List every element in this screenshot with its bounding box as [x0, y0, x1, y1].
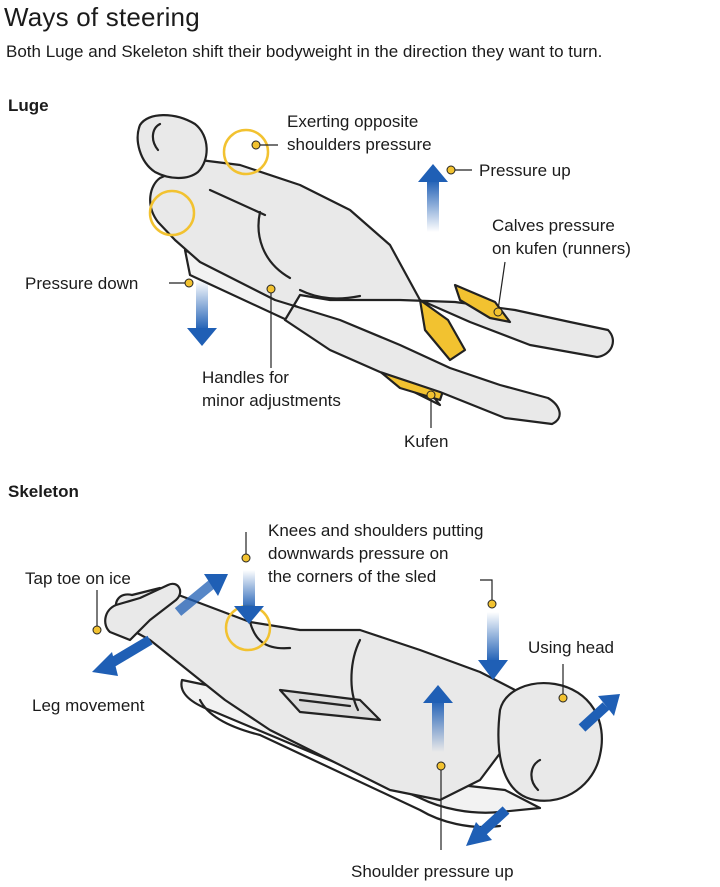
skeleton-dot-shoulder	[436, 761, 446, 771]
luge-dot-pressure-up	[446, 165, 456, 175]
luge-dot-shoulders	[251, 140, 261, 150]
label-pressure-down: Pressure down	[25, 274, 139, 293]
label-calves-line2: on kufen (runners)	[492, 239, 631, 258]
luge-shoulder-circle-2	[148, 189, 196, 237]
label-pressure-up: Pressure up	[479, 161, 571, 180]
luge-dot-calves	[493, 307, 503, 317]
label-calves-line1: Calves pressure	[492, 216, 615, 235]
label-tap-toe: Tap toe on ice	[25, 569, 131, 588]
luge-pressure-up-arrow	[418, 164, 448, 232]
luge-dot-kufen	[426, 390, 436, 400]
skeleton-feet	[104, 582, 182, 642]
luge-dot-handles	[266, 284, 276, 294]
label-knees-line3: the corners of the sled	[268, 567, 437, 586]
luge-heading: Luge	[8, 96, 49, 115]
skeleton-dot-corners	[487, 599, 497, 609]
label-kufen: Kufen	[404, 432, 449, 451]
skeleton-knee-down-arrow	[234, 570, 264, 624]
label-handles-line2: minor adjustments	[202, 391, 341, 410]
luge-pressure-down-arrow	[187, 280, 217, 346]
page-subtitle: Both Luge and Skeleton shift their bodyw…	[6, 42, 603, 61]
skeleton-head-arrow-up	[578, 694, 620, 732]
luge-shoulder-circle	[222, 128, 270, 176]
label-shoulder-pressure-up: Shoulder pressure up	[351, 862, 514, 881]
skeleton-leg-arrow-down	[92, 635, 153, 676]
label-handles-line1: Handles for	[202, 368, 289, 387]
luge-dot-pressure-down	[184, 278, 194, 288]
label-exerting-shoulders-line2: shoulders pressure	[287, 135, 432, 154]
skeleton-head	[497, 682, 603, 802]
luge-head	[136, 114, 208, 180]
label-leg-movement: Leg movement	[32, 696, 145, 715]
page-title: Ways of steering	[4, 2, 200, 32]
label-using-head: Using head	[528, 638, 615, 657]
luge-body	[149, 158, 614, 426]
skeleton-dot-head	[558, 693, 568, 703]
skeleton-corner-down-arrow	[478, 612, 508, 680]
skeleton-dot-knees	[241, 553, 251, 563]
skeleton-dot-tap-toe	[92, 625, 102, 635]
skeleton-head-arrow-down	[466, 806, 510, 846]
skeleton-illustration	[104, 582, 603, 829]
label-knees-line1: Knees and shoulders putting	[268, 521, 484, 540]
label-exerting-shoulders-line1: Exerting opposite	[287, 112, 419, 131]
skeleton-heading: Skeleton	[8, 482, 79, 501]
skeleton-shoulder-up-arrow	[423, 685, 453, 752]
luge-left-runner	[418, 298, 467, 362]
label-knees-line2: downwards pressure on	[268, 544, 449, 563]
luge-illustration	[136, 114, 614, 426]
skeleton-leg-arrow-up	[174, 574, 228, 616]
